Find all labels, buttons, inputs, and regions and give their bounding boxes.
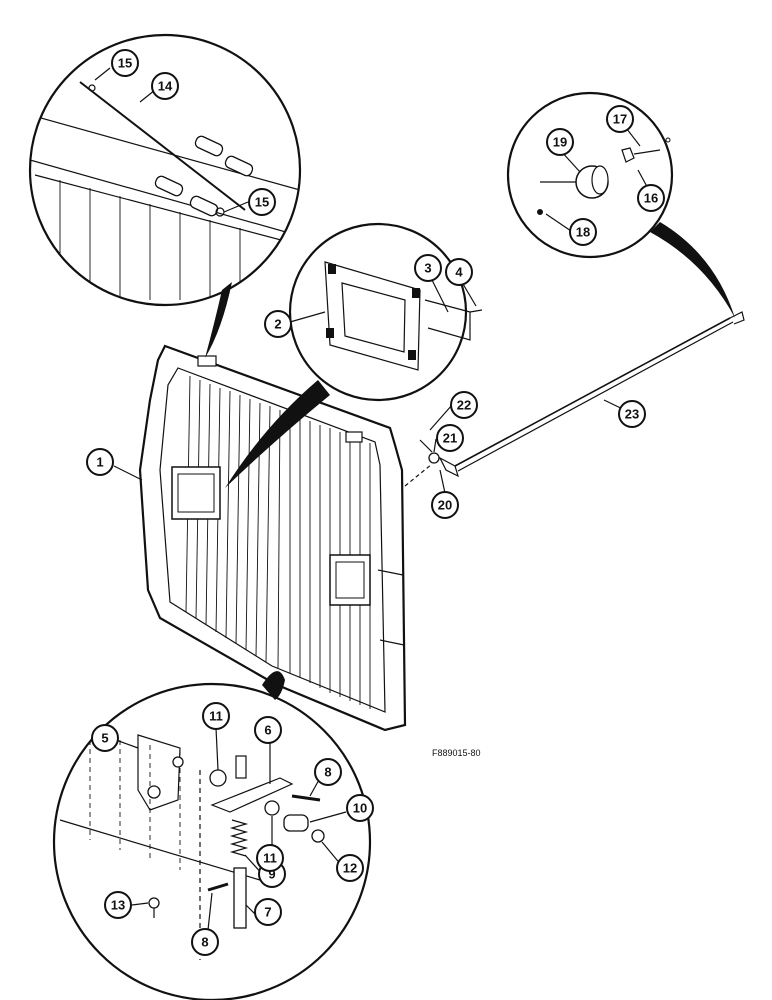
callout-18: 18 bbox=[569, 218, 597, 246]
callout-22: 22 bbox=[450, 391, 478, 419]
svg-text:20: 20 bbox=[438, 498, 452, 513]
svg-text:15: 15 bbox=[118, 56, 132, 71]
svg-text:5: 5 bbox=[101, 731, 108, 746]
callout-21: 21 bbox=[436, 424, 464, 452]
callout-16: 16 bbox=[637, 184, 665, 212]
callout-11-lower: 11 bbox=[256, 844, 284, 872]
svg-text:17: 17 bbox=[613, 112, 627, 127]
callout-3: 3 bbox=[414, 254, 442, 282]
svg-text:15: 15 bbox=[255, 195, 269, 210]
callout-8-upper: 8 bbox=[314, 758, 342, 786]
callout-20: 20 bbox=[431, 491, 459, 519]
callout-15-upper: 15 bbox=[111, 49, 139, 77]
svg-text:16: 16 bbox=[644, 191, 658, 206]
handle-recess-left bbox=[171, 466, 221, 520]
callout-15-lower: 15 bbox=[248, 188, 276, 216]
svg-text:21: 21 bbox=[443, 431, 457, 446]
svg-text:19: 19 bbox=[553, 135, 567, 150]
svg-text:22: 22 bbox=[457, 398, 471, 413]
svg-text:14: 14 bbox=[158, 79, 173, 94]
svg-text:7: 7 bbox=[264, 905, 271, 920]
callout-8-lower: 8 bbox=[191, 928, 219, 956]
callout-19: 19 bbox=[546, 128, 574, 156]
svg-text:23: 23 bbox=[625, 407, 639, 422]
svg-text:8: 8 bbox=[201, 935, 208, 950]
callout-7: 7 bbox=[254, 898, 282, 926]
svg-text:12: 12 bbox=[343, 861, 357, 876]
svg-text:9: 9 bbox=[268, 867, 275, 882]
callout-14: 14 bbox=[151, 72, 179, 100]
svg-text:4: 4 bbox=[455, 265, 463, 280]
callout-1: 1 bbox=[86, 448, 114, 476]
detail-latch bbox=[52, 682, 372, 1000]
svg-text:8: 8 bbox=[324, 765, 331, 780]
svg-text:10: 10 bbox=[353, 801, 367, 816]
svg-text:13: 13 bbox=[111, 898, 125, 913]
svg-text:1: 1 bbox=[96, 455, 103, 470]
detail-handle-frame bbox=[288, 222, 483, 402]
figure-reference: F889015-80 bbox=[432, 748, 481, 758]
callout-10: 10 bbox=[346, 794, 374, 822]
svg-text:3: 3 bbox=[424, 261, 431, 276]
svg-text:11: 11 bbox=[209, 709, 223, 724]
svg-text:6: 6 bbox=[264, 723, 271, 738]
callout-11-upper: 11 bbox=[202, 702, 230, 730]
callout-13: 13 bbox=[104, 891, 132, 919]
grille-panel bbox=[138, 344, 407, 732]
callout-12: 12 bbox=[336, 854, 364, 882]
callout-6: 6 bbox=[254, 716, 282, 744]
svg-text:11: 11 bbox=[263, 851, 277, 866]
svg-text:2: 2 bbox=[274, 317, 281, 332]
callout-23: 23 bbox=[618, 400, 646, 428]
svg-text:18: 18 bbox=[576, 225, 590, 240]
callout-5: 5 bbox=[91, 724, 119, 752]
callout-4: 4 bbox=[445, 258, 473, 286]
control-rod bbox=[404, 311, 745, 487]
callout-2: 2 bbox=[264, 310, 292, 338]
handle-recess-right bbox=[329, 554, 371, 606]
callout-17: 17 bbox=[606, 105, 634, 133]
detail-hinge-rod bbox=[28, 33, 302, 307]
